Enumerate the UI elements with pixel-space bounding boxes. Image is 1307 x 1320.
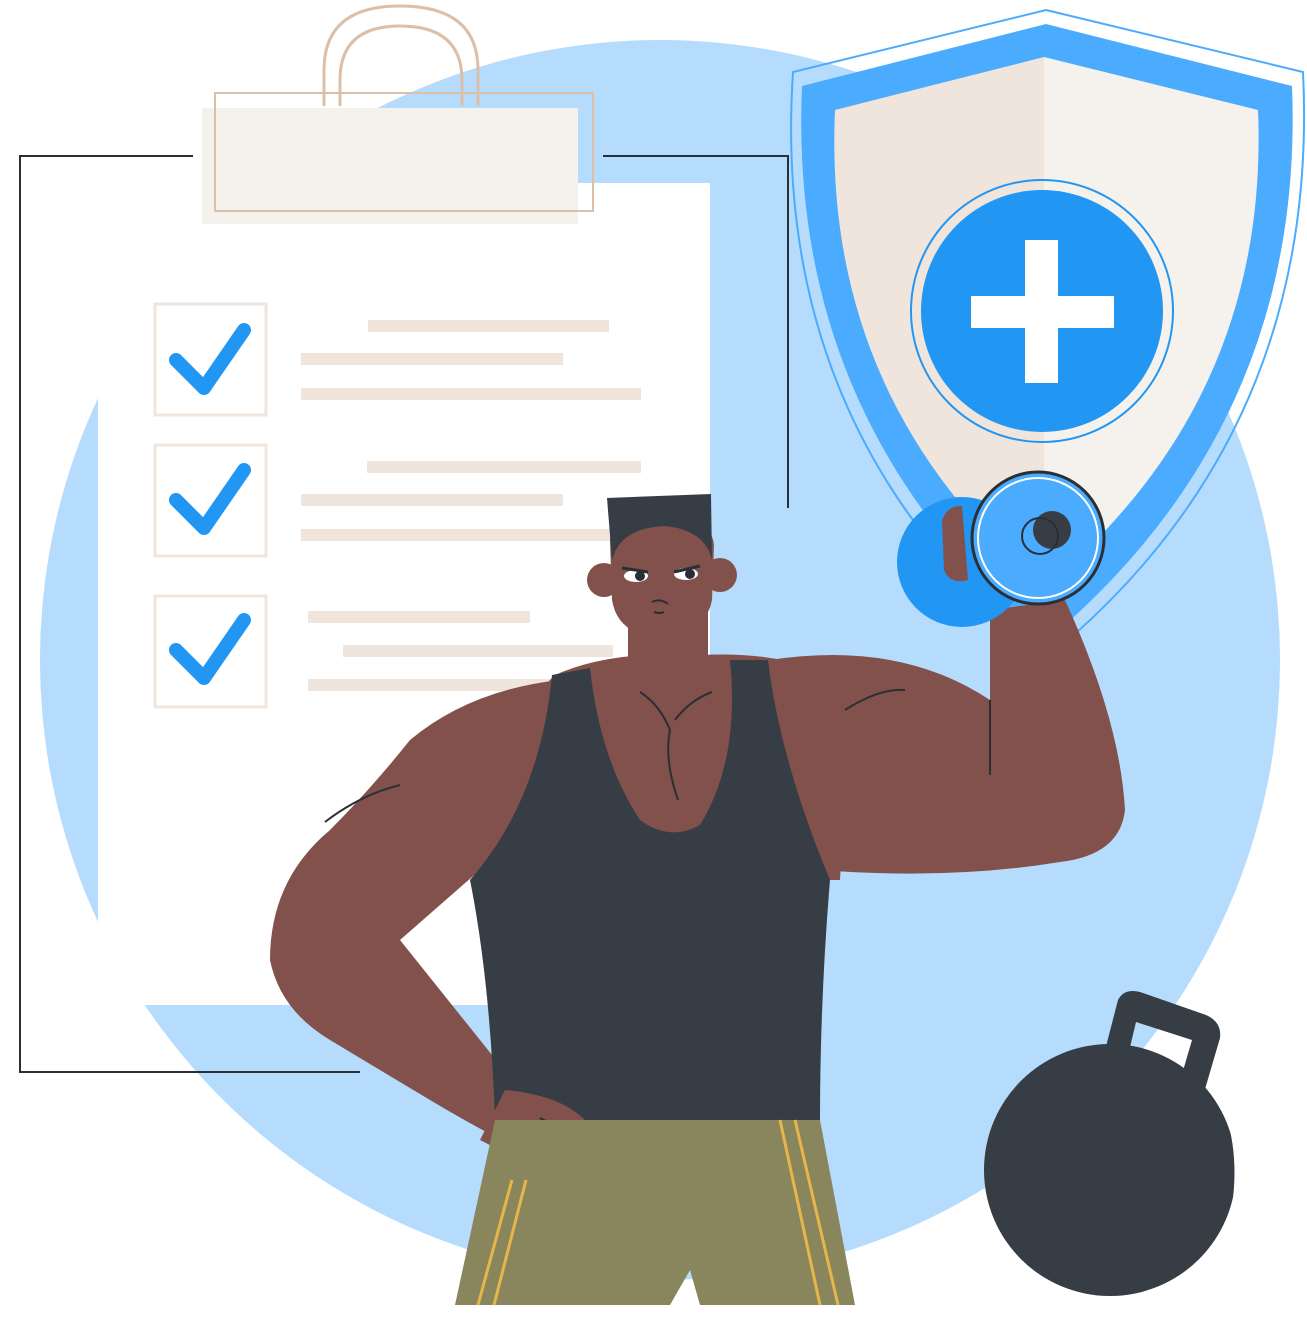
shorts [455, 1120, 855, 1305]
left-arm-line [324, 784, 401, 823]
face [610, 518, 714, 637]
kettlebell-handle [1103, 991, 1221, 1096]
kettlebell-body [984, 1044, 1236, 1296]
right-fingers [942, 505, 968, 582]
clipboard-clip-shadow [202, 108, 578, 224]
kettlebell-icon [984, 991, 1238, 1296]
text-line [301, 388, 641, 400]
right-arm [770, 600, 1125, 874]
medical-cross-icon [971, 240, 1114, 383]
clipboard-clip [214, 92, 594, 212]
checkmark-icon [169, 463, 251, 535]
checkmark-icon [169, 613, 251, 685]
checklist-item [153, 302, 641, 417]
clipboard-board-outline [19, 155, 789, 1073]
text-line [308, 611, 530, 623]
shorts-stripe [476, 1119, 840, 1306]
chest-line [639, 691, 713, 801]
mouth [651, 599, 669, 614]
shield-icon [790, 8, 1306, 647]
person [270, 470, 1125, 1306]
text-line [368, 320, 609, 332]
bicep-line [844, 688, 991, 775]
dumbbell-bar-ring [1021, 517, 1059, 555]
tank-top [470, 660, 830, 1120]
text-line [367, 461, 641, 473]
medical-badge-ring [910, 179, 1174, 443]
text-line [343, 645, 613, 657]
text-line [301, 353, 563, 365]
clipboard-clip-ring [322, 4, 480, 106]
head [587, 494, 737, 637]
hair [607, 494, 712, 560]
checklist-item [153, 443, 641, 558]
checklist-item [153, 594, 613, 709]
text-line [301, 494, 563, 506]
dumbbell-front-ring [977, 477, 1099, 599]
checkmark-icon [169, 323, 251, 395]
text-line [301, 529, 641, 541]
kettlebell-highlight [1224, 1109, 1238, 1241]
left-pupil [635, 571, 645, 581]
right-pupil [685, 569, 695, 579]
dumbbell-bar-end [1033, 511, 1071, 549]
brows [621, 564, 701, 574]
